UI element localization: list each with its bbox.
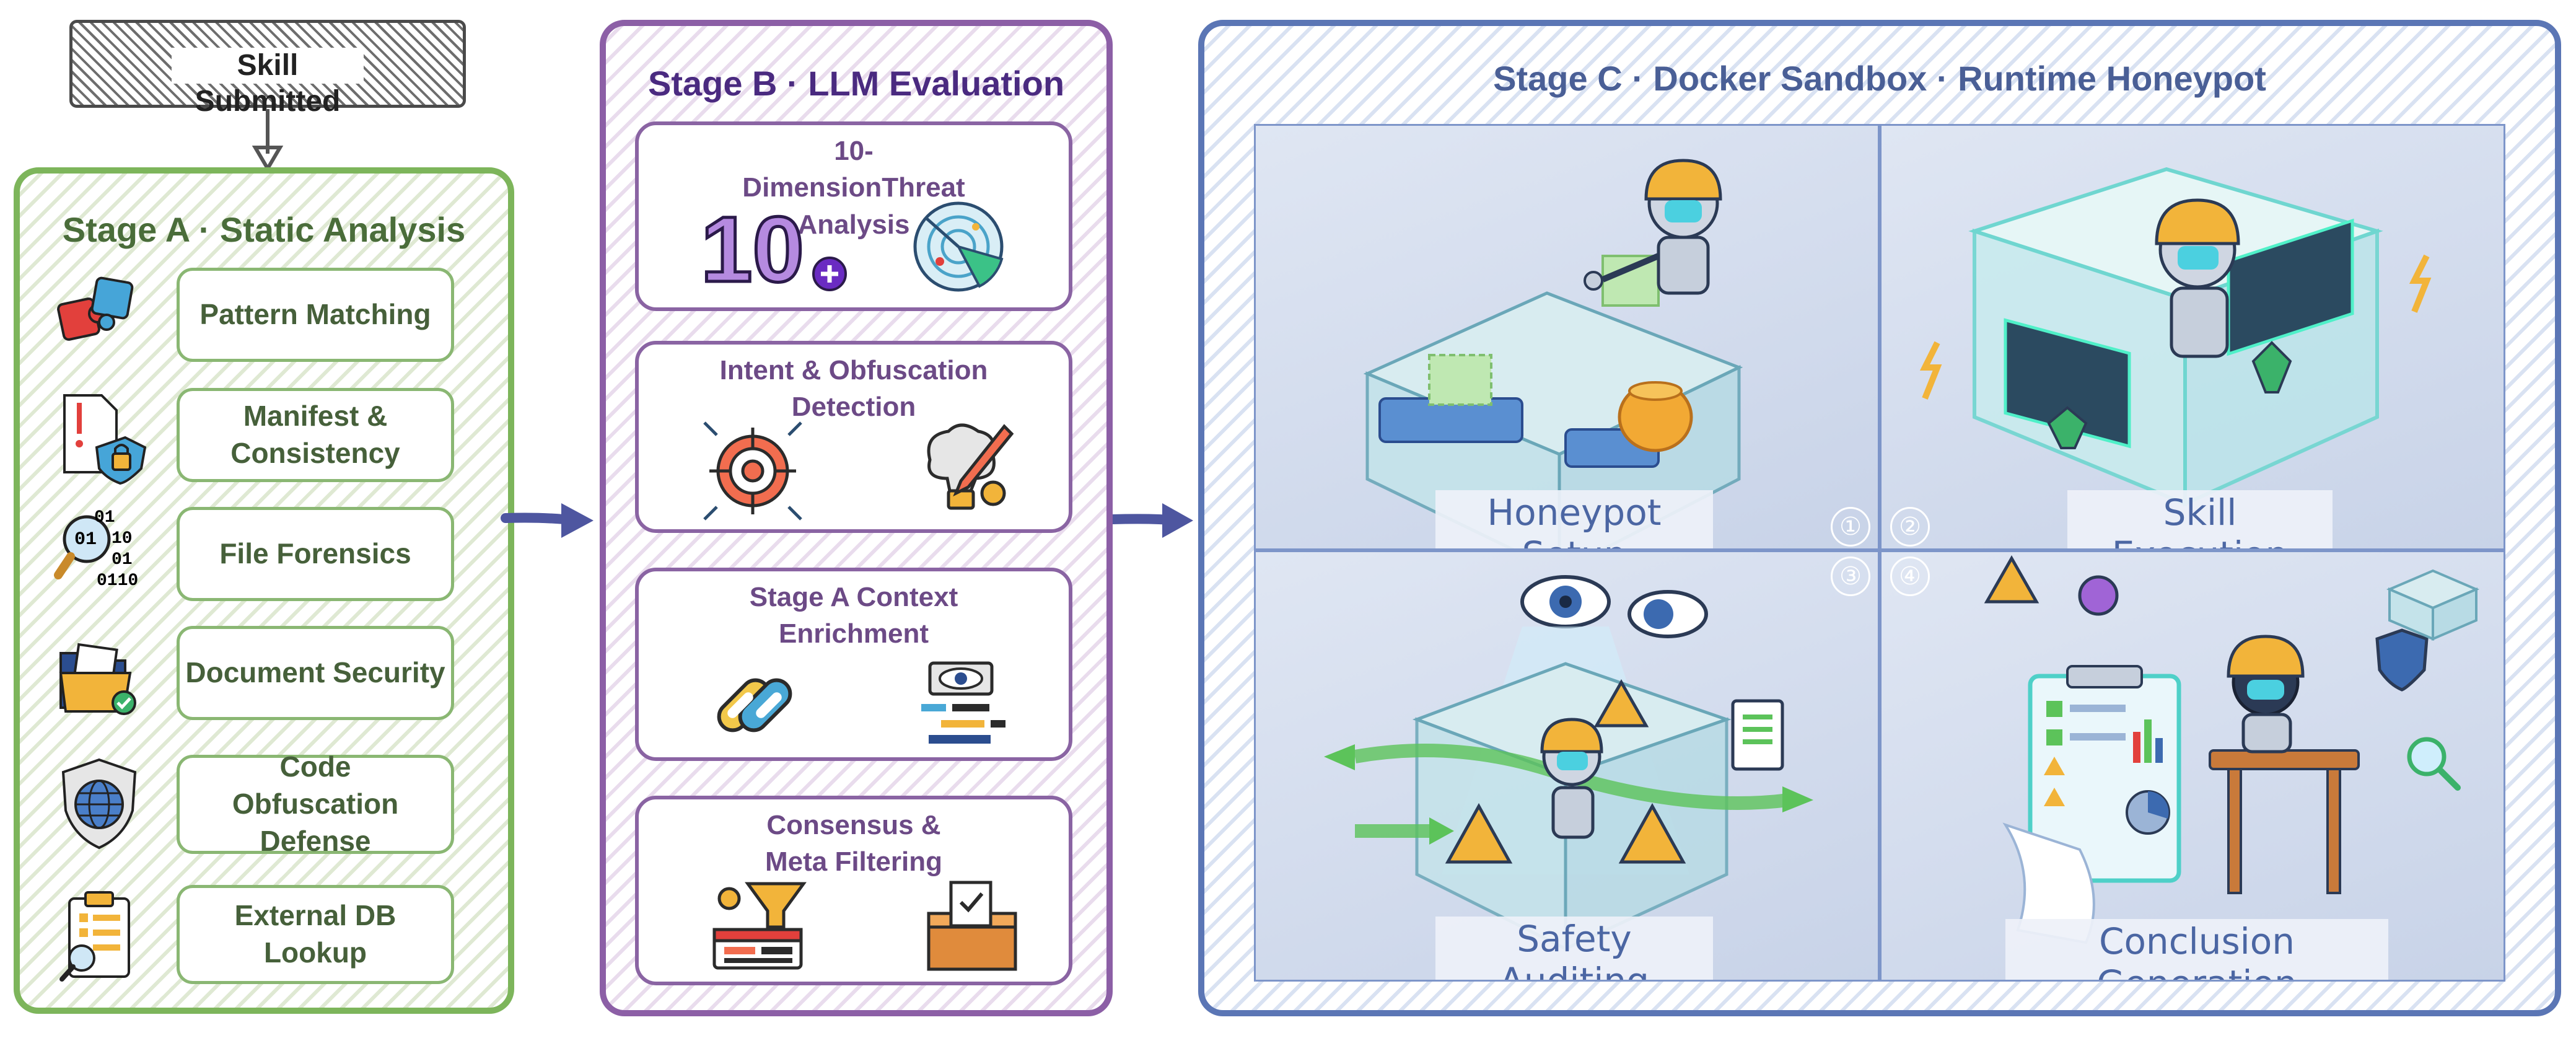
binary-text-0: 01 [94, 508, 115, 527]
file-forensics-label: File Forensics [219, 537, 411, 570]
threat-analysis-title: 10-DimensionThreat Analysis [742, 136, 965, 240]
manifest-consistency-label: Manifest & Consistency [230, 400, 400, 469]
ten-numeral: 10 [699, 197, 806, 301]
honeypot-setup-label: Honeypot Setup [1435, 490, 1713, 548]
document-security-label: Document Security [185, 656, 445, 689]
conclusion-generation-label: Conclusion Generation [2005, 919, 2388, 980]
step-number-2: ② [1890, 507, 1930, 547]
consensus-filtering-title: Consensus & Meta Filtering [764, 810, 943, 877]
file-forensics-box: File Forensics [177, 507, 454, 601]
stage-a-title: Stage A · Static Analysis [62, 210, 466, 249]
binary-text-1: 10 [112, 529, 133, 548]
pattern-matching-box: Pattern Matching [177, 268, 454, 362]
document-security-box: Document Security [177, 626, 454, 720]
honeypot-illustration [1363, 159, 1743, 548]
step-number-1: ① [1831, 507, 1870, 547]
step-number-4: ④ [1890, 556, 1930, 596]
step-number-3: ③ [1831, 556, 1870, 596]
consensus-filtering-card: Consensus & Meta Filtering [635, 796, 1072, 985]
binary-text-2: 01 [112, 550, 133, 569]
safety-auditing-panel: Safety Auditing [1254, 550, 1880, 982]
stage-c-title: Stage C · Docker Sandbox · Runtime Honey… [1493, 59, 2266, 98]
brain-pencil-icon [927, 423, 1014, 510]
conclusion-generation-illustration [1984, 555, 2480, 944]
skill-submitted-box: Skill Submitted [69, 20, 466, 118]
ballot-box-icon [927, 881, 1017, 971]
skill-execution-panel: Skill Execution [1880, 124, 2505, 550]
puzzle-icon [57, 276, 134, 341]
skill-execution-label: Skill Execution [2067, 490, 2333, 548]
context-enrichment-card: Stage A Context Enrichment [635, 568, 1072, 761]
skill-submitted-label: Skill Submitted [172, 48, 364, 118]
code-obfuscation-label: Code Obfuscation Defense [232, 750, 399, 857]
external-db-lookup-label: External DB Lookup [234, 899, 396, 969]
code-obfuscation-box: Code Obfuscation Defense [177, 750, 454, 857]
binary-magnifier-icon: 01 01 10 01 0110 [54, 508, 149, 601]
threat-analysis-card: 10-DimensionThreat Analysis 10 [635, 121, 1072, 311]
manifest-consistency-box: Manifest & Consistency [177, 388, 454, 482]
intent-detection-title: Intent & Obfuscation Detection [719, 355, 988, 423]
target-icon [703, 421, 802, 521]
intent-detection-card: Intent & Obfuscation Detection [635, 341, 1072, 533]
skill-execution-illustration [1919, 167, 2432, 507]
stage-b-title: Stage B · LLM Evaluation [647, 64, 1065, 103]
context-enrichment-title: Stage A Context Enrichment [749, 582, 958, 649]
safety-auditing-illustration [1324, 575, 1813, 952]
pattern-matching-label: Pattern Matching [199, 298, 431, 331]
document-lock-icon [63, 394, 147, 485]
ten-plus-icon: 10 [699, 197, 849, 301]
funnel-icon [712, 882, 807, 970]
honeypot-setup-panel: Honeypot Setup [1254, 124, 1880, 550]
link-icon [717, 678, 792, 732]
globe-shield-icon [61, 758, 137, 850]
binary-text-lens: 01 [74, 529, 97, 550]
eye-chat-icon [921, 661, 1005, 744]
clipboard-search-icon [59, 891, 130, 982]
external-db-lookup-box: External DB Lookup [177, 885, 454, 984]
binary-text-3: 0110 [97, 571, 139, 591]
folder-check-icon [59, 643, 136, 715]
conclusion-generation-panel: Conclusion Generation [1880, 550, 2505, 982]
radar-icon [913, 201, 1004, 292]
safety-auditing-label: Safety Auditing [1435, 917, 1713, 980]
